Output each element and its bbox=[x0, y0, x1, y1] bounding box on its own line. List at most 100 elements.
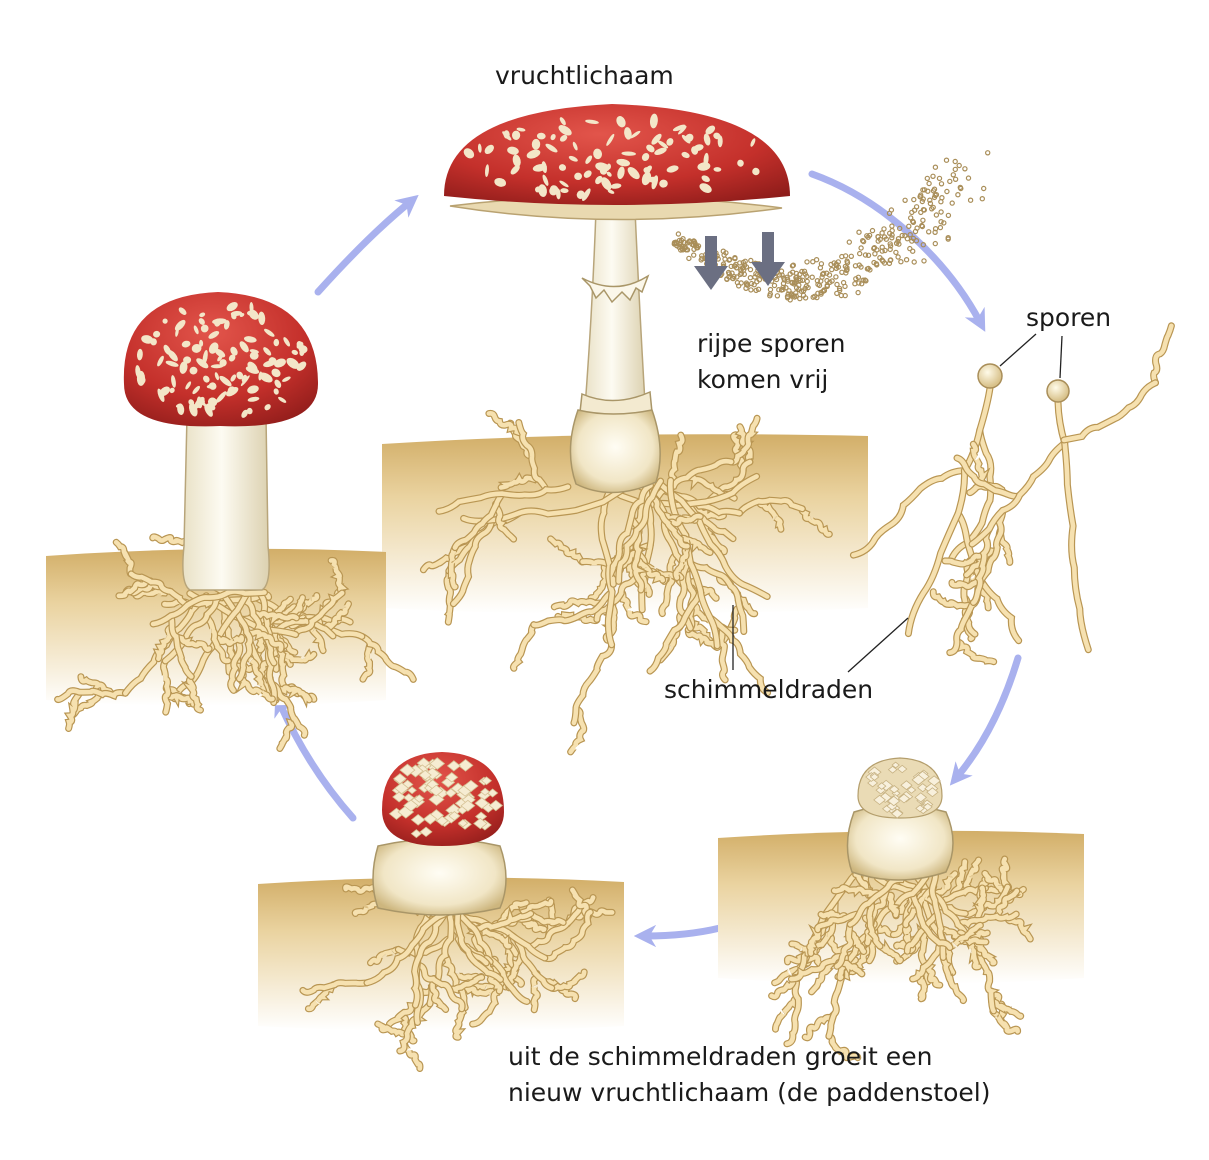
cap-spot bbox=[246, 407, 253, 415]
cap-spot bbox=[572, 141, 578, 151]
cap-spot bbox=[199, 339, 204, 347]
cap-scale bbox=[474, 797, 490, 810]
cap-spot bbox=[654, 147, 667, 155]
hypha-strand-fill bbox=[571, 642, 614, 726]
cap-spot bbox=[141, 335, 154, 344]
hypha-strand-fill bbox=[116, 578, 154, 599]
spore-dot bbox=[898, 259, 904, 265]
spore-dot bbox=[859, 281, 865, 287]
spore-dot bbox=[875, 238, 881, 244]
hypha-strand-fill bbox=[548, 536, 585, 565]
spore-dot bbox=[774, 293, 781, 299]
cap-spot bbox=[296, 361, 307, 371]
hypha-strand-fill bbox=[839, 958, 865, 977]
cap-spot bbox=[236, 371, 244, 380]
cap-spot bbox=[534, 186, 541, 193]
spore-dot bbox=[921, 187, 928, 193]
hypha-strand-fill bbox=[412, 910, 448, 1008]
spore-dot bbox=[943, 157, 950, 163]
cap-spot bbox=[198, 318, 205, 325]
hypha-strand-fill bbox=[677, 536, 713, 555]
cap-scale bbox=[891, 808, 904, 819]
cap-spot bbox=[666, 138, 674, 146]
hyphae-network bbox=[54, 322, 1175, 1072]
cap-scale bbox=[457, 758, 474, 772]
hypha-strand-fill bbox=[947, 922, 983, 950]
spore-dot bbox=[796, 286, 802, 292]
spore-dot bbox=[899, 232, 905, 239]
hypha-strand-fill bbox=[250, 611, 299, 625]
hypha-strand-fill bbox=[542, 909, 593, 961]
cap-spot bbox=[752, 167, 760, 176]
spore-dot bbox=[787, 271, 793, 277]
spore-dot bbox=[981, 185, 987, 192]
cap-spot bbox=[531, 138, 541, 150]
spore-dot bbox=[818, 261, 825, 267]
spore-dot bbox=[888, 257, 894, 263]
cap-spot bbox=[167, 350, 178, 362]
cap-spot bbox=[138, 376, 146, 385]
cap-spot bbox=[606, 133, 615, 146]
spore-dot bbox=[965, 175, 972, 181]
cap-spot bbox=[226, 302, 238, 312]
hypha-strand-fill bbox=[951, 859, 968, 898]
cap-spot bbox=[606, 171, 612, 177]
spore-dot bbox=[909, 209, 915, 216]
egg-cap-scales bbox=[388, 757, 503, 839]
cap-scale bbox=[463, 779, 479, 793]
spore-dot bbox=[751, 282, 757, 288]
cap-scale bbox=[897, 793, 911, 804]
cap-spot bbox=[200, 324, 209, 333]
spore-dot bbox=[747, 266, 754, 273]
spore-dot bbox=[740, 259, 747, 266]
cap-spot bbox=[196, 396, 203, 409]
cap-spot bbox=[175, 327, 179, 337]
cap-spot bbox=[559, 180, 569, 188]
cap-spot bbox=[559, 134, 568, 142]
caption-line-2: nieuw vruchtlichaam (de paddenstoel) bbox=[508, 1078, 991, 1107]
spore-dot bbox=[752, 274, 758, 280]
cap-scale bbox=[445, 772, 459, 783]
cap-scale bbox=[922, 802, 933, 811]
cap-spot bbox=[179, 361, 188, 374]
hypha-strand-fill bbox=[688, 561, 747, 634]
spore-dot bbox=[853, 276, 859, 282]
spore-dot bbox=[829, 266, 835, 273]
cap-spot bbox=[214, 348, 226, 358]
hypha-strand-fill bbox=[265, 626, 287, 688]
hypha-strand-fill bbox=[910, 891, 953, 950]
cap-spot bbox=[532, 164, 547, 172]
cap-spot bbox=[672, 124, 686, 132]
hypha-strand-fill bbox=[128, 571, 190, 608]
cap-spot bbox=[230, 310, 243, 317]
spore-dot bbox=[678, 239, 684, 245]
cap-spot bbox=[549, 186, 558, 196]
spore-right bbox=[1046, 379, 1070, 403]
spore-dot bbox=[796, 275, 802, 282]
cap-spot bbox=[585, 155, 593, 164]
spore-dot bbox=[691, 252, 697, 258]
hypha-strand-fill bbox=[618, 590, 649, 624]
hypha-strand-fill bbox=[955, 911, 1019, 928]
hypha-strand-fill bbox=[940, 955, 966, 1003]
cap-spot bbox=[239, 341, 249, 353]
spore-dot bbox=[843, 270, 849, 276]
label-sporen: sporen bbox=[1026, 303, 1112, 332]
hypha-strand-fill bbox=[910, 940, 947, 982]
spore-dot bbox=[887, 243, 894, 249]
cap-scale bbox=[394, 782, 410, 795]
hypha-strand-fill bbox=[673, 543, 690, 580]
hypha-strand-fill bbox=[658, 482, 770, 599]
cap-spot bbox=[750, 138, 756, 147]
cap-scale bbox=[926, 787, 939, 798]
cap-spot bbox=[278, 396, 287, 403]
cap-spot bbox=[699, 183, 712, 193]
cap-scale bbox=[887, 765, 898, 774]
hypha-strand-fill bbox=[468, 910, 533, 932]
cap-spot bbox=[568, 155, 578, 162]
hypha-strand-fill bbox=[851, 468, 967, 558]
spore-dot bbox=[906, 223, 912, 229]
spore-dot bbox=[855, 289, 861, 296]
cap-spot bbox=[208, 330, 220, 339]
spore-dot bbox=[938, 181, 945, 187]
